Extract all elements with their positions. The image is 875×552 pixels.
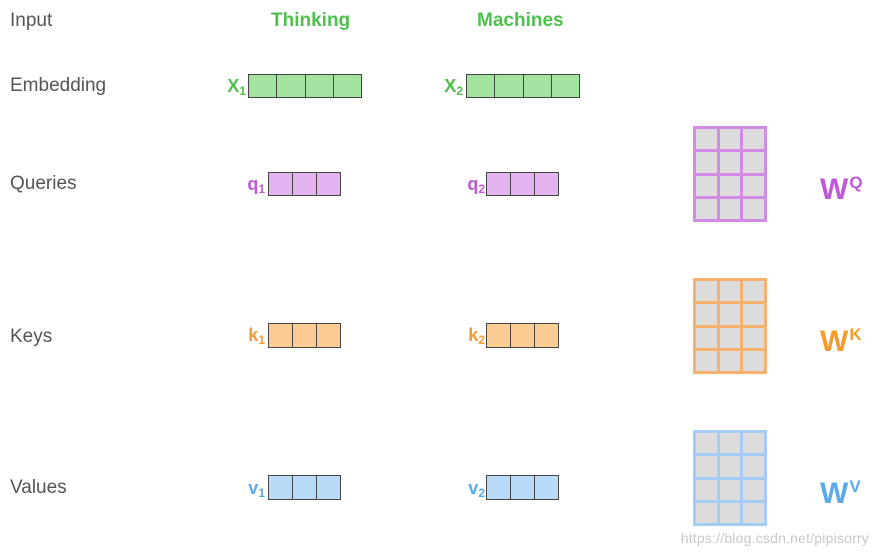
row-label-embedding: Embedding xyxy=(10,75,107,96)
key-weight-matrix xyxy=(693,278,767,374)
key-label-1: k1 xyxy=(248,325,265,347)
value-vector-2 xyxy=(486,475,559,500)
watermark-text: https://blog.csdn.net/pipisorry xyxy=(680,530,869,546)
query-vector-2 xyxy=(486,172,559,196)
input-word-2: Machines xyxy=(477,10,564,31)
key-label-2: k2 xyxy=(468,325,485,347)
query-weight-matrix xyxy=(693,126,767,222)
value-weight-matrix xyxy=(693,430,767,526)
query-label-1: q1 xyxy=(247,174,265,196)
embedding-label-1: X1 xyxy=(227,76,246,98)
key-vector-2 xyxy=(486,323,559,348)
embedding-vector-1 xyxy=(248,74,362,98)
embedding-vector-2 xyxy=(466,74,580,98)
input-word-1: Thinking xyxy=(271,10,351,31)
value-label-1: v1 xyxy=(248,478,265,500)
value-weight-label: WV xyxy=(820,477,861,510)
value-vector-1 xyxy=(268,475,341,500)
key-weight-label: WK xyxy=(820,325,862,358)
query-weight-label: WQ xyxy=(820,173,863,206)
row-label-input: Input xyxy=(10,10,53,31)
query-vector-1 xyxy=(268,172,341,196)
value-label-2: v2 xyxy=(468,478,485,500)
row-label-keys: Keys xyxy=(10,326,53,347)
row-label-values: Values xyxy=(10,477,67,498)
embedding-label-2: X2 xyxy=(444,76,463,98)
key-vector-1 xyxy=(268,323,341,348)
row-label-queries: Queries xyxy=(10,173,77,194)
query-label-2: q2 xyxy=(467,174,485,196)
